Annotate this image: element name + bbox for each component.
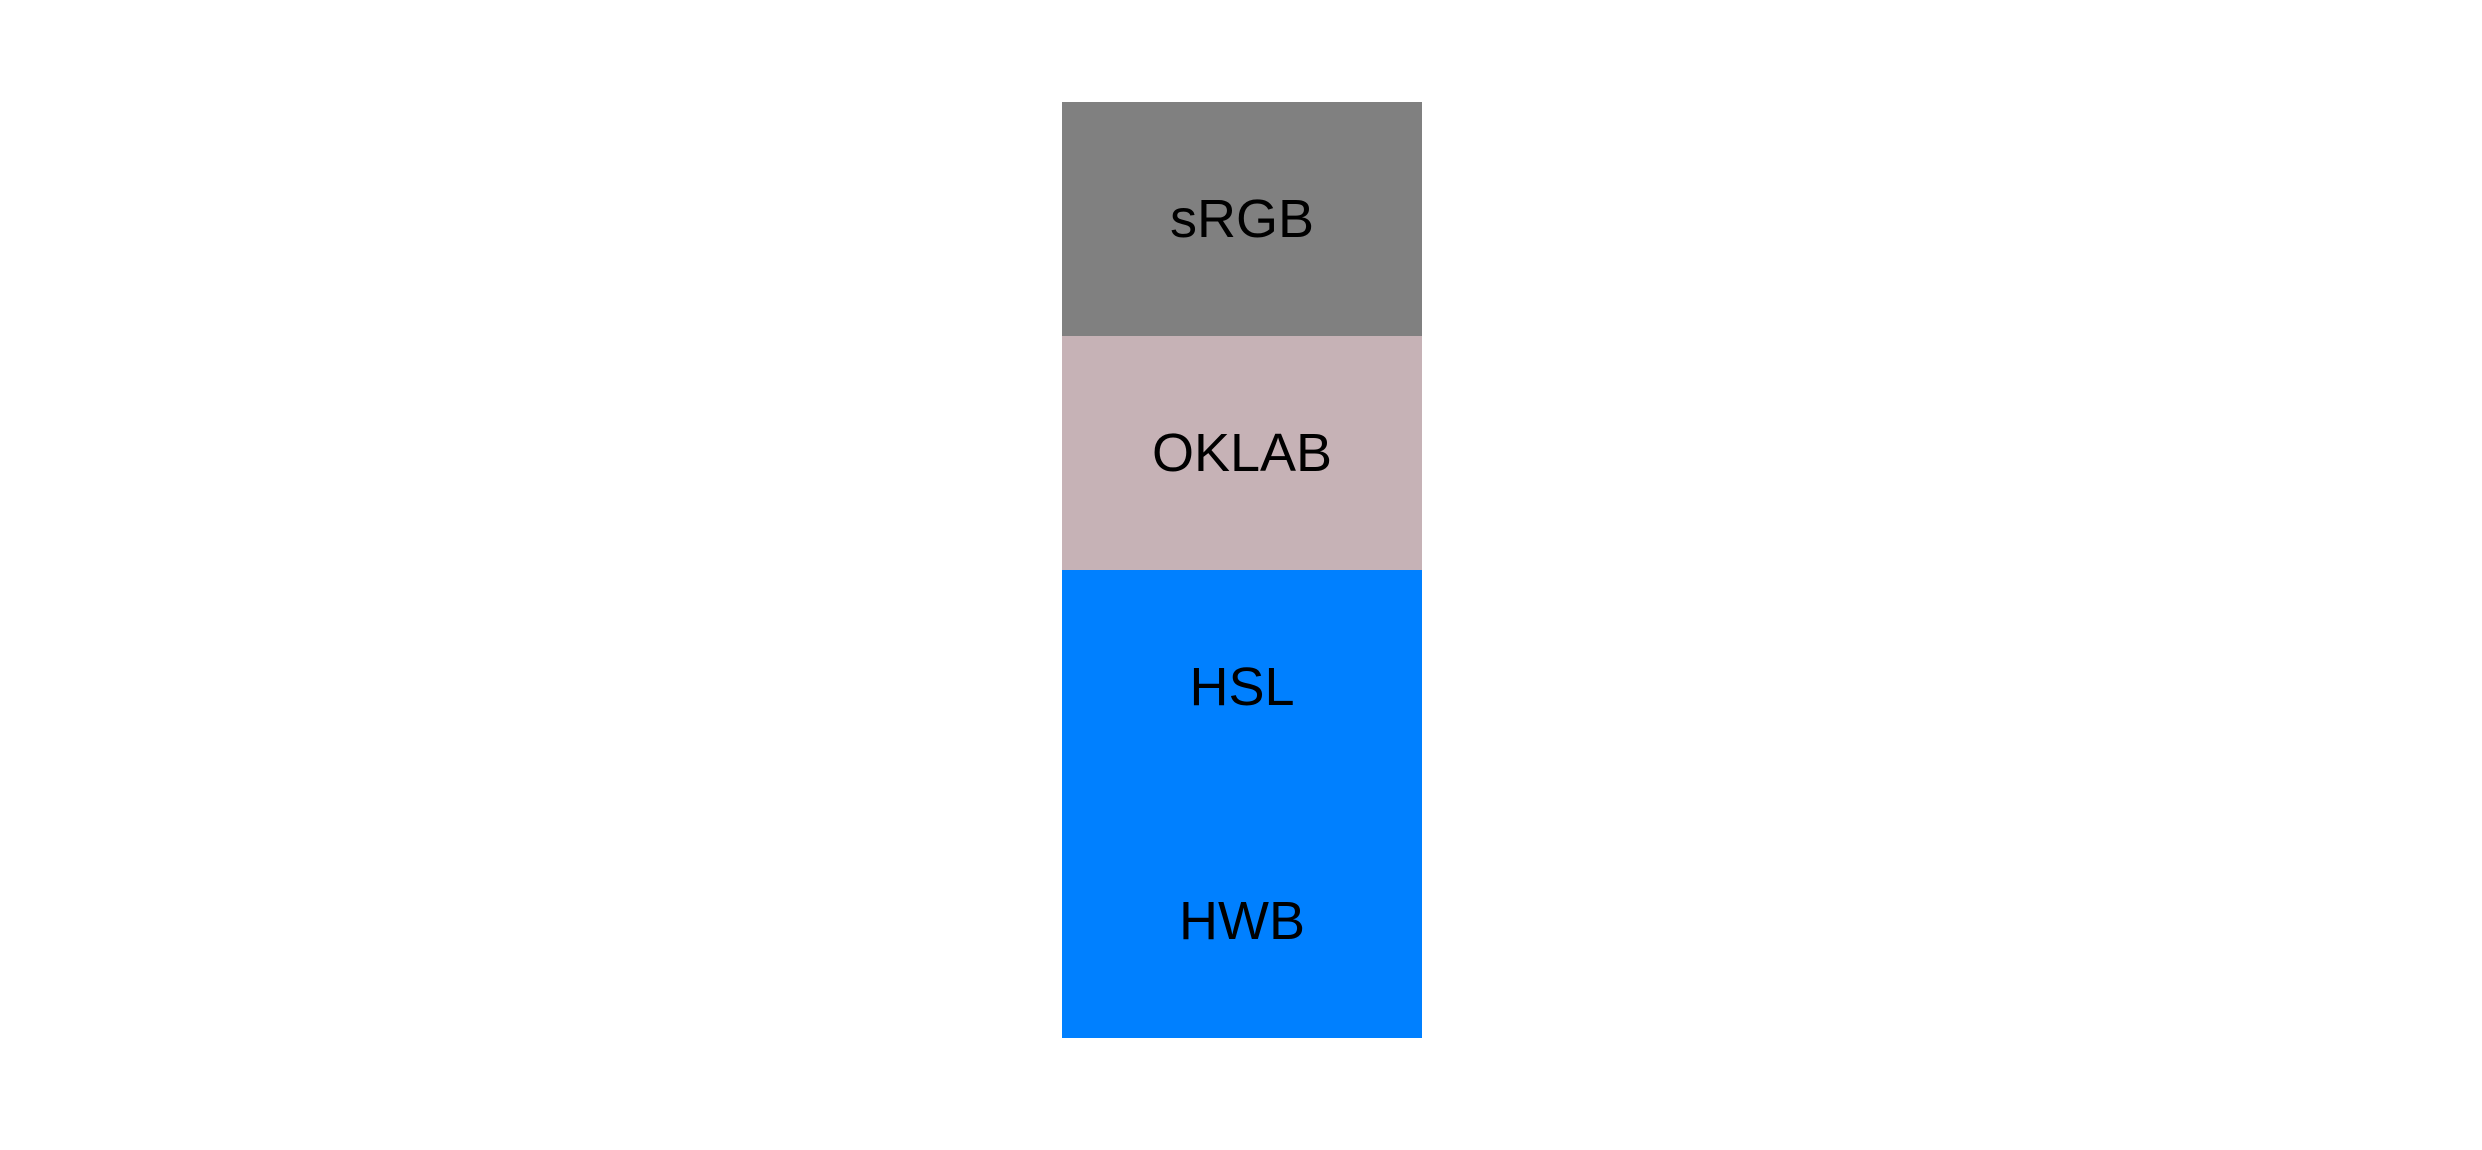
swatch-hwb: HWB (1062, 804, 1422, 1038)
swatch-hsl: HSL (1062, 570, 1422, 804)
swatch-oklab: OKLAB (1062, 336, 1422, 570)
swatch-label-oklab: OKLAB (1151, 423, 1333, 483)
swatch-srgb: sRGB (1062, 102, 1422, 336)
swatch-label-hsl: HSL (1189, 657, 1295, 717)
swatch-label-srgb: sRGB (1169, 189, 1315, 249)
color-space-swatch-stack: sRGB OKLAB HSL HWB (1062, 102, 1422, 1038)
swatch-label-hwb: HWB (1179, 891, 1305, 951)
